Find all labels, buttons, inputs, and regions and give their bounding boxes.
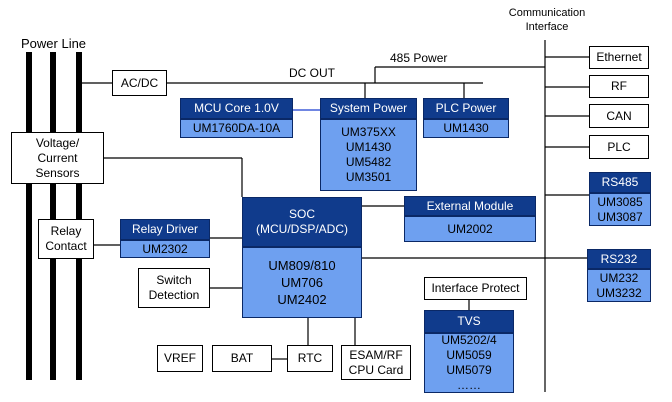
dc-out-label: DC OUT [289, 66, 335, 80]
soc-part: UM809/810 [268, 258, 336, 273]
tvs-part: UM5202/4 [441, 333, 497, 347]
external-module-part: UM2002 [447, 221, 493, 236]
bat-label: BAT [230, 351, 254, 365]
system-power-header: System Power [320, 98, 417, 119]
vref-box: VREF [157, 345, 203, 372]
switch-detection: Switch Detection [138, 268, 210, 308]
relay-driver-part: UM2302 [142, 241, 188, 256]
tvs-part: UM5059 [446, 348, 492, 362]
communication-interface-label: Communication Interface [508, 7, 586, 33]
power-line-label: Power Line [21, 36, 87, 51]
rs232-title: RS232 [600, 251, 638, 266]
esam-rf-cpu-card-box: ESAM/RF CPU Card [341, 345, 411, 380]
voltage-current-sensors: Voltage/ Current Sensors [11, 132, 104, 184]
relay-contact-line: Contact [45, 239, 87, 253]
sensors-line: Voltage/ [35, 135, 80, 150]
system-power-part: UM3501 [345, 170, 392, 184]
interface-protect: Interface Protect [424, 277, 527, 300]
external-module-title: External Module [426, 198, 514, 213]
power-line-bar-2 [50, 52, 56, 380]
can-box: CAN [589, 104, 649, 128]
tvs-header: TVS [424, 310, 514, 333]
sensors-line: Sensors [35, 165, 80, 180]
switch-detection-line: Detection [148, 288, 200, 302]
system-power-title: System Power [329, 101, 408, 115]
rs232-part: UM3232 [596, 285, 642, 300]
soc-title: SOC [288, 207, 315, 221]
tvs-title: TVS [457, 314, 481, 328]
tvs-part: …… [457, 378, 481, 392]
rs232-part: UM232 [599, 270, 639, 285]
mcu-core-body: UM1760DA-10A [180, 119, 293, 138]
relay-driver-body: UM2302 [120, 240, 210, 258]
soc-subtitle: (MCU/DSP/ADC) [256, 222, 348, 236]
system-power-body: UM375XX UM1430 UM5482 UM3501 [320, 119, 417, 191]
sensors-line: Current [37, 150, 78, 165]
rs485-part: UM3087 [597, 209, 643, 224]
external-module-header: External Module [404, 196, 536, 216]
rs485-part: UM3085 [597, 194, 643, 209]
vref-label: VREF [163, 351, 196, 365]
system-power-part: UM1430 [345, 140, 392, 154]
interface-protect-label: Interface Protect [431, 281, 520, 295]
rf-box: RF [589, 75, 649, 98]
plc-box: PLC [589, 135, 649, 159]
ethernet-label: Ethernet [596, 50, 642, 64]
ac-dc-label: AC/DC [120, 75, 159, 90]
soc-body: UM809/810 UM706 UM2402 [242, 247, 362, 318]
relay-contact: Relay Contact [38, 219, 94, 259]
mcu-core-title: MCU Core 1.0V [194, 101, 279, 115]
soc-part: UM706 [281, 275, 323, 290]
tvs-body: UM5202/4 UM5059 UM5079 …… [424, 333, 514, 393]
soc-header: SOC (MCU/DSP/ADC) [242, 197, 362, 247]
relay-driver-title: Relay Driver [131, 222, 198, 236]
rf-label: RF [611, 79, 627, 93]
can-label: CAN [606, 108, 632, 123]
plc-label: PLC [607, 139, 631, 154]
power-line-bar-1 [26, 52, 32, 380]
power-line-bar-3 [76, 52, 82, 380]
esam-line: CPU Card [348, 362, 404, 377]
relay-contact-line: Relay [50, 224, 82, 238]
plc-power-part: UM1430 [443, 121, 489, 135]
plc-power-header: PLC Power [423, 98, 509, 119]
rs485-header: RS485 [589, 172, 651, 193]
tvs-part: UM5079 [446, 363, 492, 377]
mcu-core-header: MCU Core 1.0V [180, 98, 293, 119]
plc-power-title: PLC Power [435, 101, 497, 115]
system-power-part: UM5482 [345, 155, 392, 169]
system-power-part: UM375XX [341, 125, 396, 139]
ethernet-box: Ethernet [589, 46, 649, 69]
rs232-body: UM232 UM3232 [587, 269, 651, 302]
plc-power-body: UM1430 [423, 119, 509, 138]
soc-part: UM2402 [277, 292, 327, 307]
rs485-title: RS485 [601, 175, 639, 189]
mcu-core-part: UM1760DA-10A [192, 121, 281, 135]
rs485-body: UM3085 UM3087 [589, 193, 651, 226]
switch-detection-line: Switch [156, 273, 192, 287]
rs232-header: RS232 [587, 249, 651, 269]
relay-driver-header: Relay Driver [120, 219, 210, 240]
esam-line: ESAM/RF [349, 347, 403, 362]
bat-box: BAT [212, 345, 272, 372]
rtc-box: RTC [287, 345, 333, 372]
485-power-label: 485 Power [390, 51, 448, 65]
ac-dc-converter: AC/DC [112, 70, 167, 96]
external-module-body: UM2002 [404, 216, 536, 242]
rtc-label: RTC [297, 351, 323, 365]
